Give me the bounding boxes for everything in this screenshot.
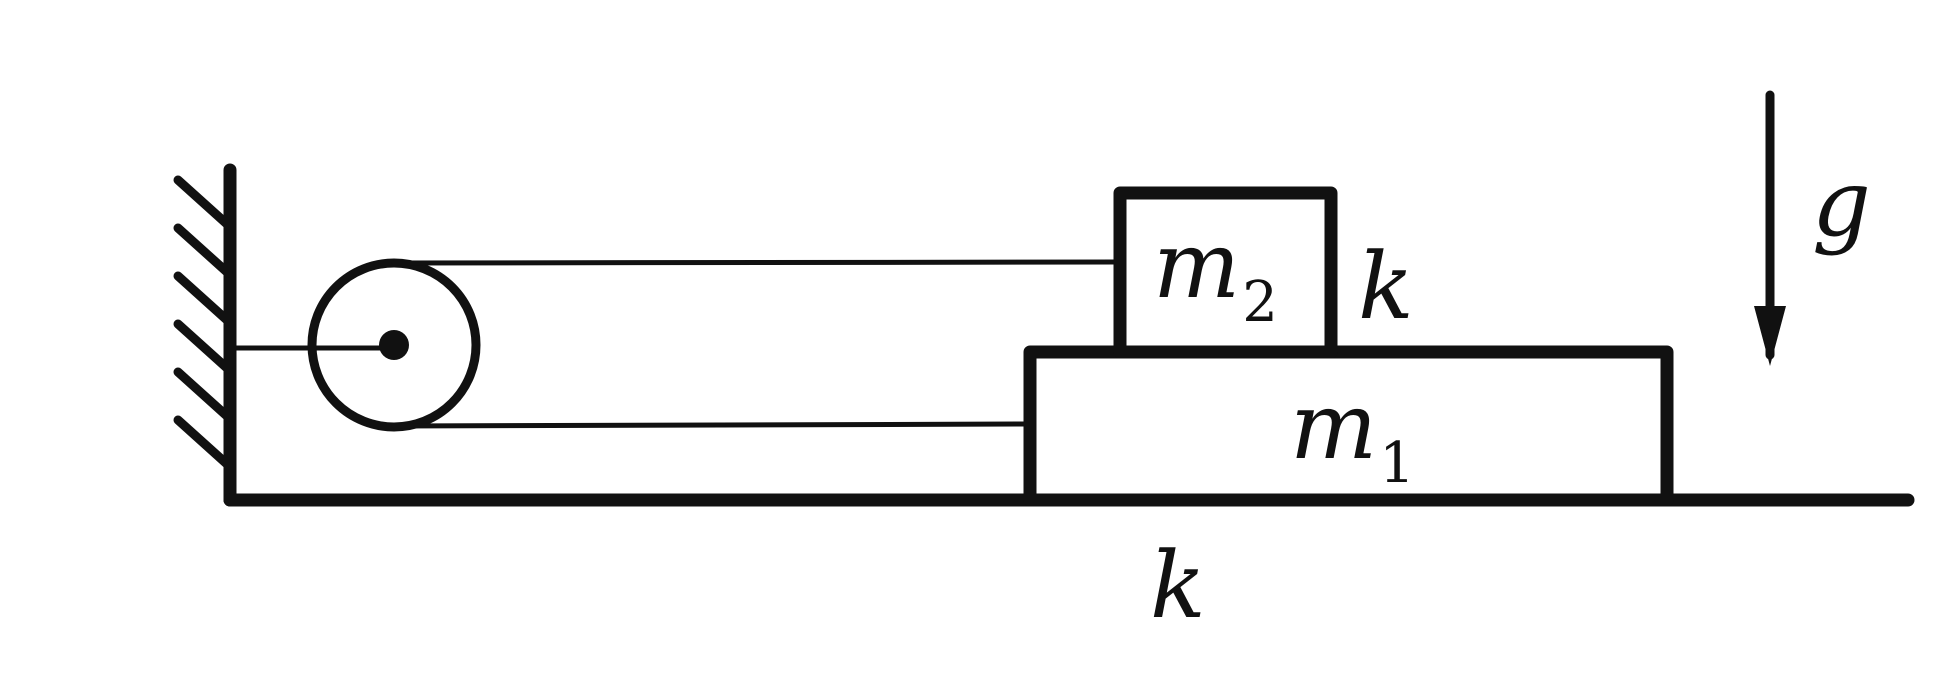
- pulley: [227, 258, 481, 432]
- fixed-wall: [173, 163, 237, 507]
- lower-block: [1023, 345, 1674, 507]
- upper-friction-label: k: [1358, 233, 1414, 340]
- wall-hatch-6: [173, 415, 233, 470]
- wall-hatch-2: [173, 223, 233, 278]
- wall-hatch-1: [173, 175, 233, 230]
- lower-block-label: m1: [1290, 373, 1415, 496]
- gravity-label: g: [1812, 150, 1871, 257]
- rope-bottom-segment: [391, 421, 1033, 429]
- upper-block: [1113, 186, 1338, 359]
- rope-top-segment: [391, 259, 1123, 266]
- pulley-axle-dot: [379, 330, 409, 360]
- upper-block-label: m2: [1153, 212, 1278, 335]
- wall-hatch-3: [173, 271, 233, 326]
- wall-hatch-5: [173, 367, 233, 422]
- gravity-arrow-head: [1754, 306, 1786, 366]
- lower-friction-label: k: [1150, 532, 1206, 639]
- gravity-arrow: [1754, 90, 1786, 366]
- wall-hatch-4: [173, 319, 233, 374]
